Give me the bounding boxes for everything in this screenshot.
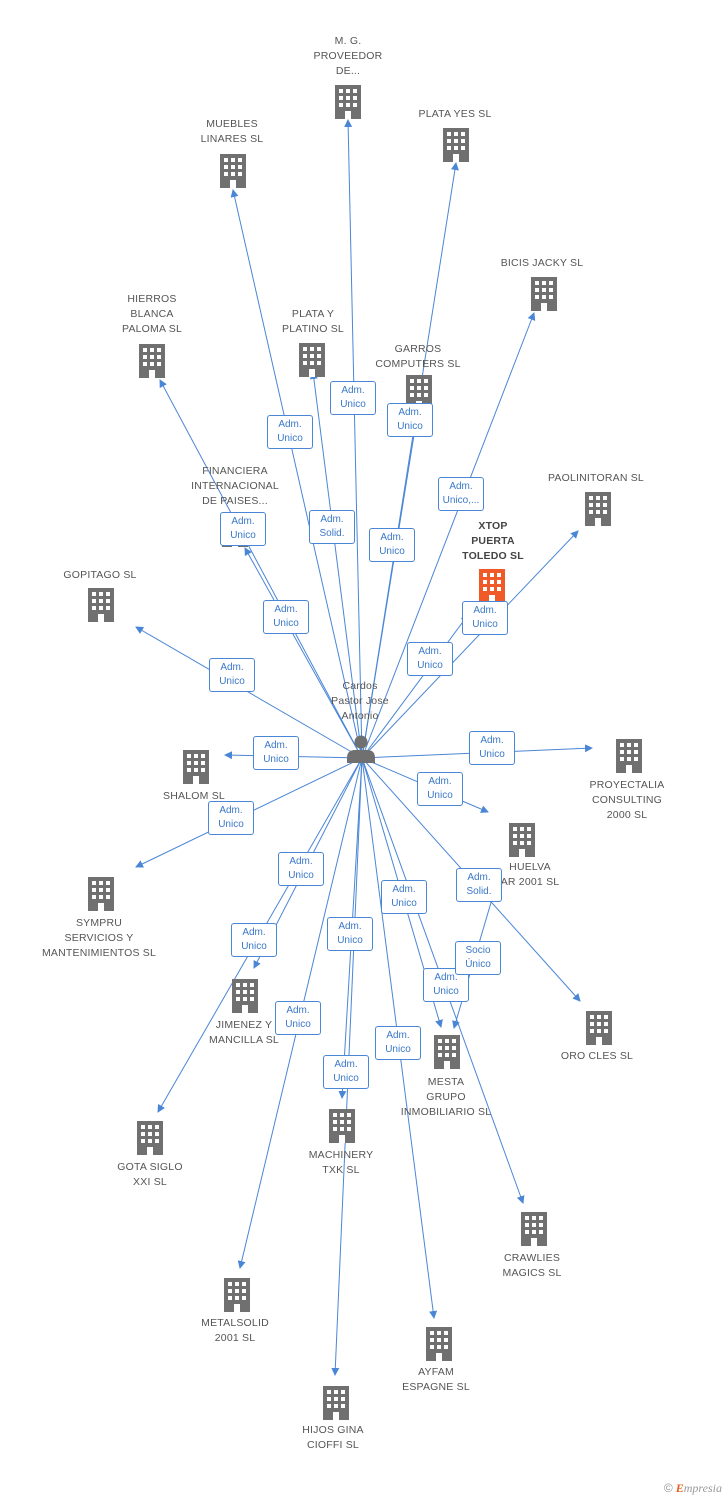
edge-garros [361, 403, 422, 759]
role-badge-paolini[interactable]: Adm. Unico [462, 601, 508, 635]
building-icon-paolini[interactable] [585, 492, 611, 526]
building-icon-plataplatino[interactable] [299, 343, 325, 377]
company-label-paolini[interactable]: PAOLINITORAN SL [548, 471, 644, 484]
edge-xtop [361, 614, 469, 759]
company-label-machinery[interactable]: MACHINERY TXK SL [308, 1149, 374, 1176]
person-name-label[interactable]: Cardos Pastor Jose Antonio [331, 679, 389, 722]
company-label-platayes[interactable]: PLATA YES SL [418, 107, 492, 120]
building-icon-sympru[interactable] [88, 877, 114, 911]
role-badge-financiera[interactable]: Adm. Unico [263, 600, 309, 634]
building-icon-muebles[interactable] [220, 154, 246, 188]
building-icon-gota[interactable] [137, 1121, 163, 1155]
role-badge-garros[interactable]: Adm. Unico [369, 528, 415, 562]
role-badge-sympru[interactable]: Adm. Unico [208, 801, 254, 835]
role-badge-jimenez[interactable]: Adm. Unico [278, 852, 324, 886]
building-icon-machinery[interactable] [329, 1109, 355, 1143]
company-label-hierros[interactable]: HIERROS BLANCA PALOMA SL [122, 292, 182, 335]
role-badge-shalom[interactable]: Adm. Unico [253, 736, 299, 770]
company-label-mesta[interactable]: MESTA GRUPO INMOBILIARIO SL [400, 1075, 492, 1118]
building-icon-orocles[interactable] [586, 1011, 612, 1045]
company-label-orocles[interactable]: ORO CLES SL [560, 1049, 634, 1062]
role-badge-proyectalia[interactable]: Adm. Unico [469, 731, 515, 765]
role-badge-hijos[interactable]: Adm. Unico [327, 917, 373, 951]
company-label-mg[interactable]: M. G. PROVEEDOR DE... [313, 34, 383, 77]
building-icon-hierros[interactable] [139, 344, 165, 378]
brand-watermark: ©Empresia [664, 1481, 722, 1496]
building-icon-platayes[interactable] [443, 128, 469, 162]
role-badge-gota[interactable]: Adm. Unico [231, 923, 277, 957]
company-label-crawlies[interactable]: CRAWLIES MAGICS SL [502, 1252, 562, 1279]
role-badge-xtop[interactable]: Adm. Unico [407, 642, 453, 676]
role-badge-muebles[interactable]: Adm. Unico [267, 415, 313, 449]
role-badge-huelva-mesta[interactable]: Socio Único [455, 941, 501, 975]
building-icon-huelva[interactable] [509, 823, 535, 857]
building-icon-gopitago[interactable] [88, 588, 114, 622]
company-label-garros[interactable]: GARROS COMPUTERS SL [375, 343, 461, 370]
role-badge-platayes[interactable]: Adm. Unico [387, 403, 433, 437]
building-icon-proyectalia[interactable] [616, 739, 642, 773]
role-badge-orocles[interactable]: Adm. Solid. [456, 868, 502, 902]
brand-name: mpresia [683, 1481, 722, 1495]
role-badge-ayfam[interactable]: Adm. Unico [381, 880, 427, 914]
company-label-shalom[interactable]: SHALOM SL [163, 789, 225, 802]
company-label-xtop[interactable]: XTOP PUERTA TOLEDO SL [462, 519, 524, 562]
building-icon-shalom[interactable] [183, 750, 209, 784]
building-icon-mg[interactable] [335, 85, 361, 119]
role-badge-metalsolid[interactable]: Adm. Unico [275, 1001, 321, 1035]
company-label-huelva[interactable]: HUELVA AR 2001 SL [500, 861, 560, 888]
edge-gopitago [135, 626, 363, 759]
building-icon-ayfam[interactable] [426, 1327, 452, 1361]
building-icon-mesta[interactable] [434, 1035, 460, 1069]
company-label-ayfam[interactable]: AYFAM ESPAGNE SL [402, 1366, 470, 1393]
edge-plataplatino [309, 371, 363, 759]
company-label-bicis[interactable]: BICIS JACKY SL [500, 256, 584, 269]
brand-initial: E [675, 1481, 684, 1495]
company-label-gota[interactable]: GOTA SIGLO XXI SL [117, 1161, 183, 1188]
copyright-symbol: © [663, 1481, 673, 1495]
building-icon-hijos[interactable] [323, 1386, 349, 1420]
company-label-jimenez[interactable]: JIMENEZ Y MANCILLA SL [209, 1019, 279, 1046]
company-label-plataplatino[interactable]: PLATA Y PLATINO SL [282, 308, 344, 335]
company-label-financiera[interactable]: FINANCIERA INTERNACIONAL DE PAISES... [191, 464, 279, 507]
icon-layer [88, 85, 642, 1420]
building-icon-metalsolid[interactable] [224, 1278, 250, 1312]
role-badge-bicis[interactable]: Adm. Unico,... [438, 477, 484, 511]
role-badge-crawlies[interactable]: Adm. Unico [375, 1026, 421, 1060]
company-label-hijos[interactable]: HIJOS GINA CIOFFI SL [302, 1424, 364, 1451]
company-label-gopitago[interactable]: GOPITAGO SL [63, 568, 137, 581]
role-badge-huelva[interactable]: Adm. Unico [417, 772, 463, 806]
building-icon-jimenez[interactable] [232, 979, 258, 1013]
role-badge-machinery[interactable]: Adm. Unico [323, 1055, 369, 1089]
role-badge-plataplatino[interactable]: Adm. Solid. [309, 510, 355, 544]
company-label-metalsolid[interactable]: METALSOLID 2001 SL [201, 1317, 269, 1344]
building-icon-bicis[interactable] [531, 277, 557, 311]
edge-paolini [361, 530, 579, 759]
building-icon-crawlies[interactable] [521, 1212, 547, 1246]
role-badge-gopitago[interactable]: Adm. Unico [209, 658, 255, 692]
edge-financiera [244, 547, 363, 759]
building-icon-xtop[interactable] [479, 569, 505, 603]
person-icon[interactable] [347, 735, 375, 764]
edge-muebles [230, 189, 363, 759]
edge-bicis [361, 312, 536, 759]
edge-hierros [159, 379, 363, 759]
company-label-proyectalia[interactable]: PROYECTALIA CONSULTING 2000 SL [589, 778, 665, 821]
role-badge-hierros[interactable]: Adm. Unico [220, 512, 266, 546]
company-label-sympru[interactable]: SYMPRU SERVICIOS Y MANTENIMIENTOS SL [41, 916, 157, 959]
edge-mg [344, 119, 363, 759]
role-badge-mg[interactable]: Adm. Unico [330, 381, 376, 415]
company-label-muebles[interactable]: MUEBLES LINARES SL [200, 118, 264, 145]
